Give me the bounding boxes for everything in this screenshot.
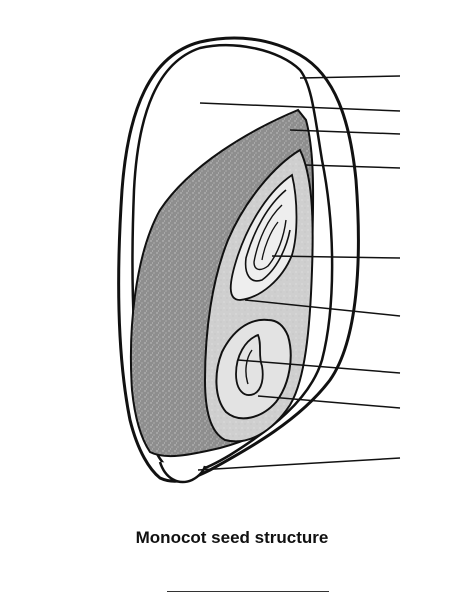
radicle bbox=[235, 333, 264, 396]
answer-line bbox=[167, 591, 329, 592]
figure-caption: Monocot seed structure bbox=[135, 528, 329, 547]
leader-line-6 bbox=[244, 299, 401, 317]
leader-line-1 bbox=[299, 75, 401, 79]
leader-line-4 bbox=[304, 164, 401, 169]
leader-line-9 bbox=[197, 457, 401, 471]
leader-line-8 bbox=[257, 395, 401, 409]
plumule-line-3 bbox=[261, 221, 279, 261]
coleorhiza bbox=[215, 318, 292, 420]
radicle-inner bbox=[245, 349, 253, 385]
leader-lines bbox=[197, 75, 401, 471]
plumule-line-2 bbox=[253, 204, 287, 271]
leader-line-5 bbox=[271, 255, 401, 259]
plumule-line-1 bbox=[244, 189, 291, 282]
leader-line-7 bbox=[237, 359, 401, 374]
leader-line-3 bbox=[289, 129, 401, 135]
leader-line-2 bbox=[199, 102, 401, 112]
